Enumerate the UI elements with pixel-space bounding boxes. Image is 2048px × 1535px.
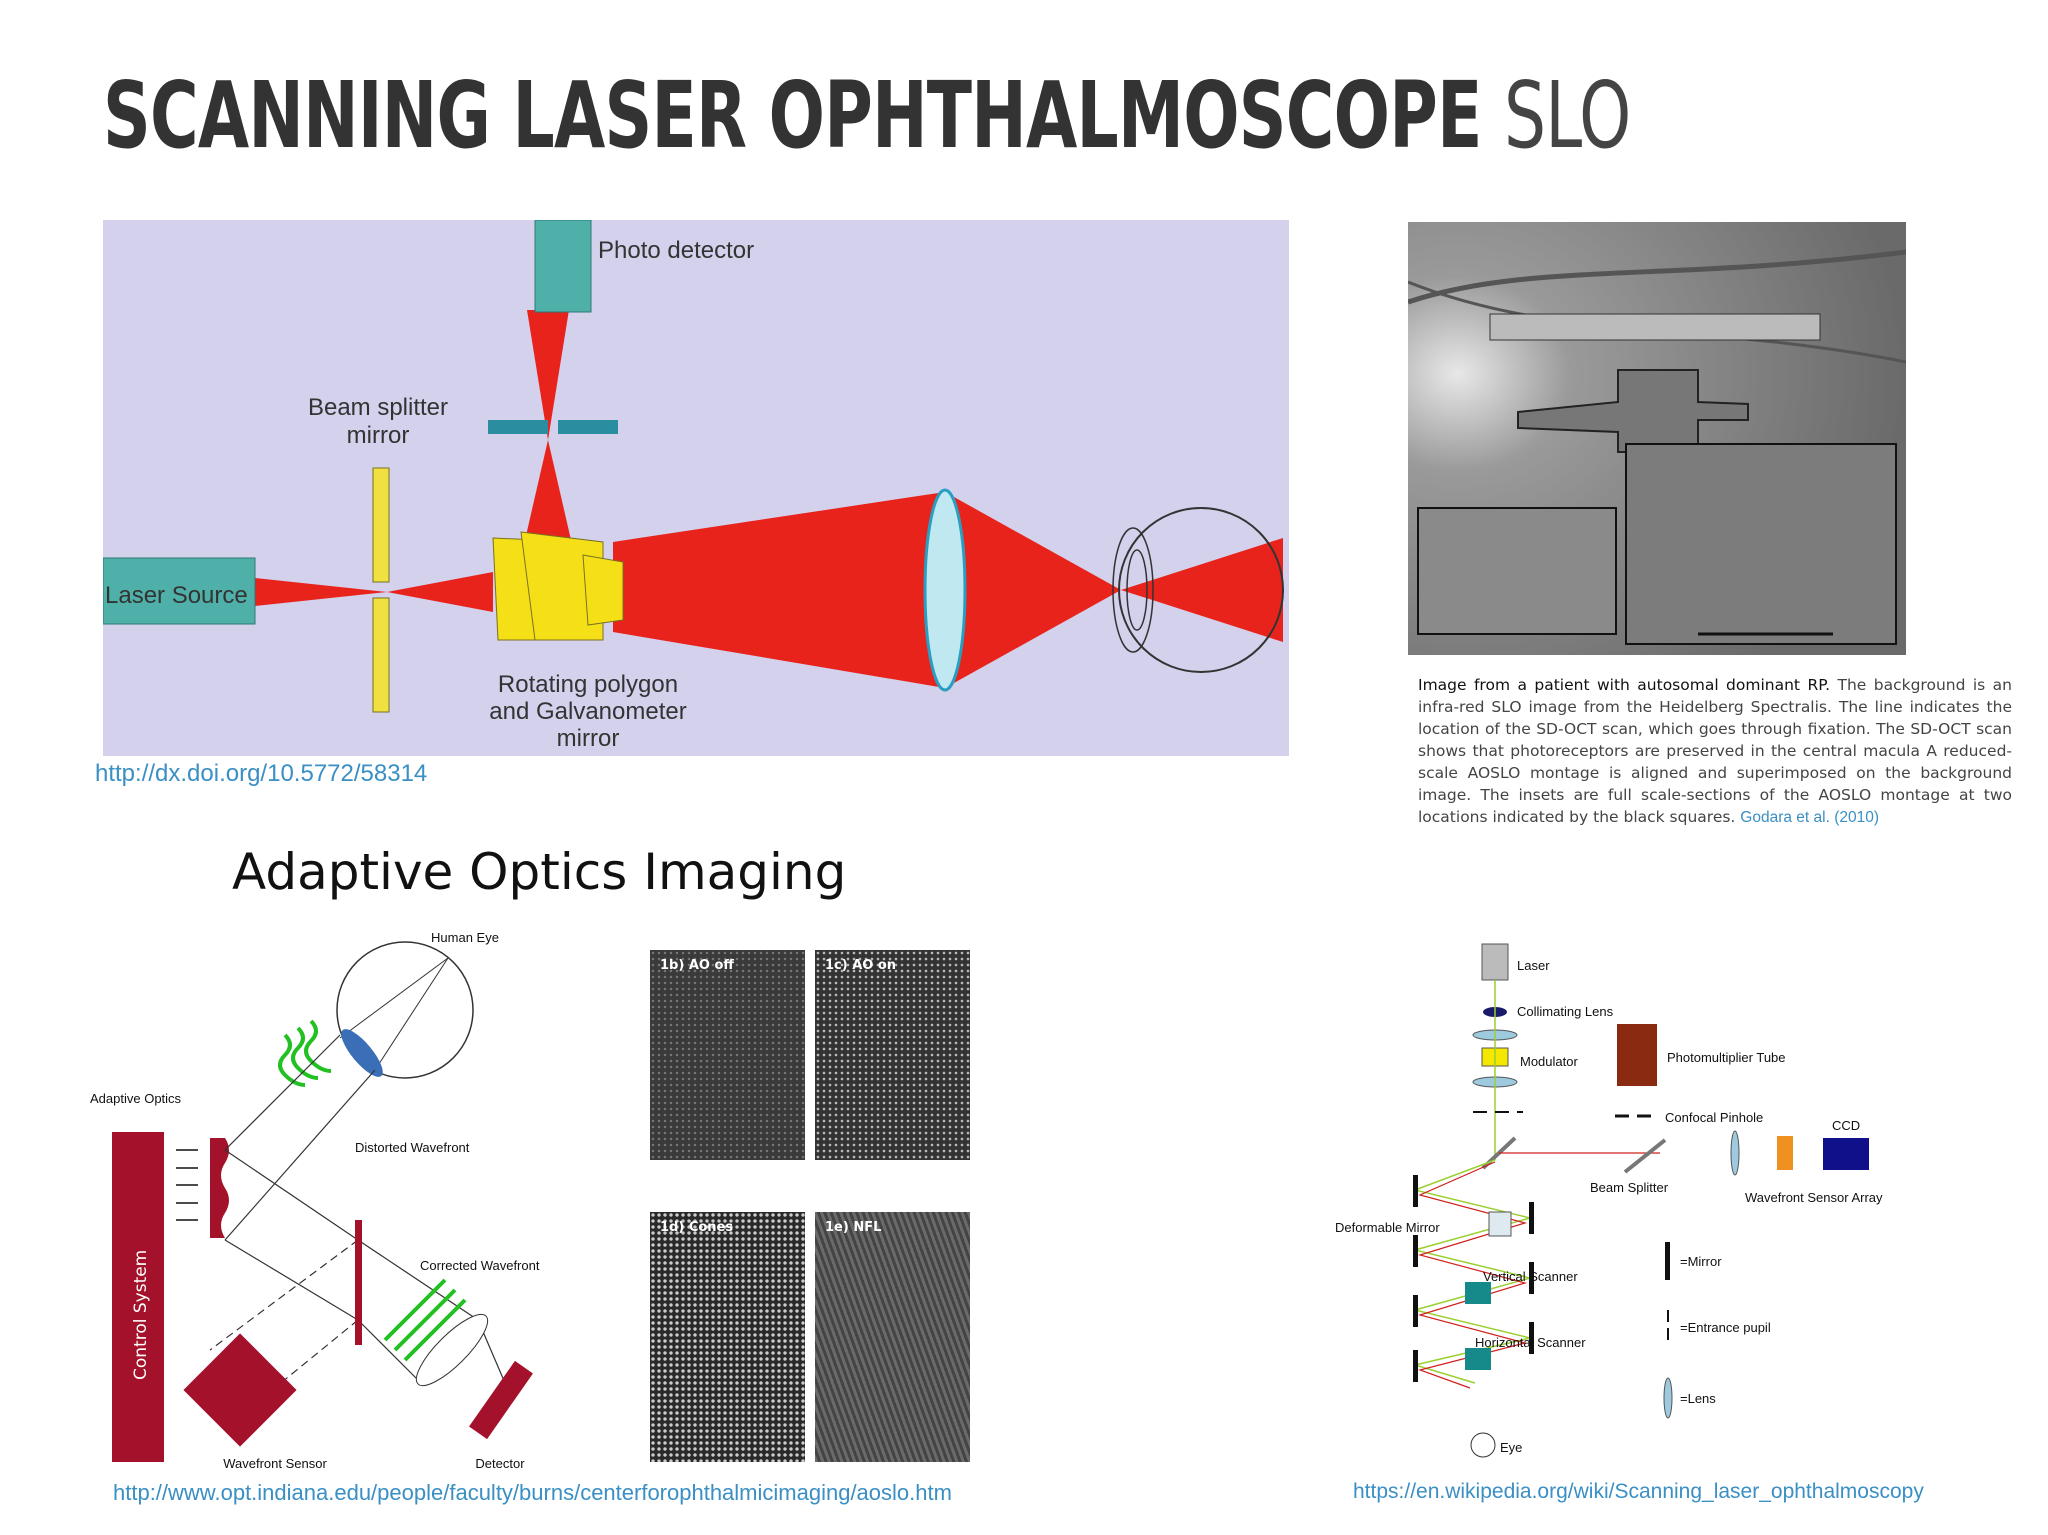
panel-label-ao-on: 1c) AO on bbox=[825, 958, 897, 973]
collimating-lens-label: Collimating Lens bbox=[1517, 1004, 1614, 1019]
photo-detector-label: Photo detector bbox=[598, 237, 754, 264]
wavefront-sensor-box bbox=[183, 1333, 297, 1447]
horizontal-scanner-icon bbox=[1465, 1348, 1491, 1370]
ao-panel-nfl: 1e) NFL bbox=[815, 1212, 970, 1462]
legend-lens: =Lens bbox=[1680, 1391, 1716, 1406]
detector-box bbox=[469, 1360, 533, 1440]
aoslo-source-link[interactable]: https://en.wikipedia.org/wiki/Scanning_l… bbox=[1353, 1480, 1924, 1503]
eye-icon bbox=[1470, 1432, 1496, 1458]
caption-text: The background is an infra-red SLO image… bbox=[1418, 676, 2012, 826]
pinhole-right bbox=[558, 420, 618, 434]
galvanometer-mirror bbox=[582, 554, 624, 626]
aoslo-montage-image bbox=[1408, 222, 1906, 655]
deformable-mirror-icon bbox=[1488, 1211, 1512, 1237]
wavefront-sensor-label: Wavefront Sensor bbox=[223, 1456, 327, 1471]
control-system-label: Control System bbox=[131, 1250, 151, 1380]
slide-title: SCANNING LASER OPHTHALMOSCOPE SLO bbox=[103, 62, 1631, 169]
laser-icon bbox=[1481, 943, 1509, 981]
eye-label: Eye bbox=[1500, 1440, 1522, 1455]
beam-converging bbox=[945, 492, 1121, 688]
polygon-label-3: mirror bbox=[557, 725, 620, 752]
legend-mirror: =Mirror bbox=[1680, 1254, 1722, 1269]
pinhole-left bbox=[488, 420, 548, 434]
legend-lens-icon bbox=[1663, 1377, 1673, 1419]
beam-splitter-label: Beam Splitter bbox=[1590, 1180, 1669, 1195]
caption-bold: Image from a patient with autosomal domi… bbox=[1418, 676, 1831, 694]
photomultiplier-tube-icon bbox=[1617, 1024, 1657, 1086]
human-eye-icon bbox=[336, 941, 474, 1079]
inset-right bbox=[1625, 443, 1897, 645]
eye-icon bbox=[1118, 507, 1284, 673]
laser-source-label: Laser Source bbox=[105, 582, 248, 609]
aoslo-caption: Image from a patient with autosomal domi… bbox=[1418, 674, 2012, 829]
ao-source-link[interactable]: http://www.opt.indiana.edu/people/facult… bbox=[113, 1480, 952, 1505]
polygon-mirror-face bbox=[520, 531, 604, 641]
corrected-wavefront-label: Corrected Wavefront bbox=[420, 1258, 540, 1273]
panel-label-ao-off: 1b) AO off bbox=[660, 958, 734, 973]
vertical-scanner-label: Vertical Scanner bbox=[1483, 1269, 1578, 1284]
ao-imaging-title: Adaptive Optics Imaging bbox=[232, 843, 847, 901]
ao-panel-on: 1c) AO on bbox=[815, 950, 970, 1160]
diagram-background bbox=[103, 220, 1289, 756]
beam-splitter-bottom bbox=[372, 597, 390, 713]
ccd-icon bbox=[1823, 1138, 1869, 1170]
laser-beam-left bbox=[255, 578, 387, 606]
polygon-label-2: and Galvanometer bbox=[489, 698, 686, 725]
corrected-wavefront-icon bbox=[383, 1278, 467, 1362]
beam-splitter bbox=[355, 1220, 362, 1345]
legend-mirror-icon bbox=[1665, 1242, 1670, 1280]
beam-in-eye bbox=[1121, 538, 1283, 642]
title-light: SLO bbox=[1503, 62, 1631, 169]
beam-splitter-2 bbox=[1623, 1138, 1667, 1174]
confocal-pinhole-label: Confocal Pinhole bbox=[1665, 1110, 1763, 1125]
deformable-mirror bbox=[210, 1138, 229, 1238]
detector-label: Detector bbox=[475, 1456, 525, 1471]
laser-label: Laser bbox=[1517, 958, 1550, 973]
horizontal-scanner-label: Horizontal Scanner bbox=[1475, 1335, 1586, 1350]
title-bold: SCANNING LASER OPHTHALMOSCOPE bbox=[103, 62, 1482, 169]
beam-splitter-label-1: Beam splitter bbox=[308, 394, 448, 421]
human-eye-label: Human Eye bbox=[431, 930, 499, 945]
deformable-mirror-label: Deformable Mirror bbox=[1335, 1220, 1440, 1235]
ao-imaging-diagram: Human Eye Distorted Wavefront Adaptive O… bbox=[90, 930, 540, 1471]
vertical-scanner-icon bbox=[1465, 1282, 1491, 1304]
adaptive-optics-label: Adaptive Optics bbox=[90, 1091, 182, 1106]
beam-to-detector bbox=[527, 310, 569, 440]
wavefront-sensor-array-icon bbox=[1777, 1136, 1793, 1170]
ao-panel-cones: 1d) Cones bbox=[650, 1212, 805, 1462]
aoslo-schematic: Laser Collimating Lens Modulator Photomu… bbox=[1335, 943, 1883, 1458]
legend-pupil: =Entrance pupil bbox=[1680, 1320, 1771, 1335]
focus-lens bbox=[415, 1313, 489, 1387]
photo-detector-box bbox=[534, 220, 592, 313]
objective-lens bbox=[923, 488, 967, 692]
ccd-label: CCD bbox=[1832, 1118, 1860, 1133]
inset-left bbox=[1417, 507, 1617, 635]
photomultiplier-tube-label: Photomultiplier Tube bbox=[1667, 1050, 1786, 1065]
caption-link[interactable]: Godara et al. (2010) bbox=[1740, 809, 1880, 826]
wavefront-sensor-array-label: Wavefront Sensor Array bbox=[1745, 1190, 1883, 1205]
distorted-wavefront-label: Distorted Wavefront bbox=[355, 1140, 470, 1155]
beam-splitter-label-2: mirror bbox=[347, 422, 410, 449]
ao-panel-off: 1b) AO off bbox=[650, 950, 805, 1160]
beam-to-pinhole bbox=[525, 440, 571, 540]
panel-label-cones: 1d) Cones bbox=[660, 1220, 734, 1235]
beam-splitter-top bbox=[372, 467, 390, 583]
modulator-label: Modulator bbox=[1520, 1054, 1578, 1069]
slo-source-link[interactable]: http://dx.doi.org/10.5772/58314 bbox=[95, 760, 428, 787]
laser-source-box bbox=[103, 557, 256, 625]
control-system-box bbox=[112, 1132, 164, 1462]
polygon-label-1: Rotating polygon bbox=[498, 671, 678, 698]
panel-label-nfl: 1e) NFL bbox=[825, 1220, 882, 1235]
eye-lens bbox=[341, 1029, 383, 1077]
distorted-wavefront-icon bbox=[278, 1019, 332, 1087]
beam-to-lens bbox=[613, 492, 945, 688]
slo-optical-diagram: Laser Source Beam splitter mirror Photo … bbox=[103, 220, 1289, 756]
laser-beam-mid bbox=[387, 572, 493, 612]
